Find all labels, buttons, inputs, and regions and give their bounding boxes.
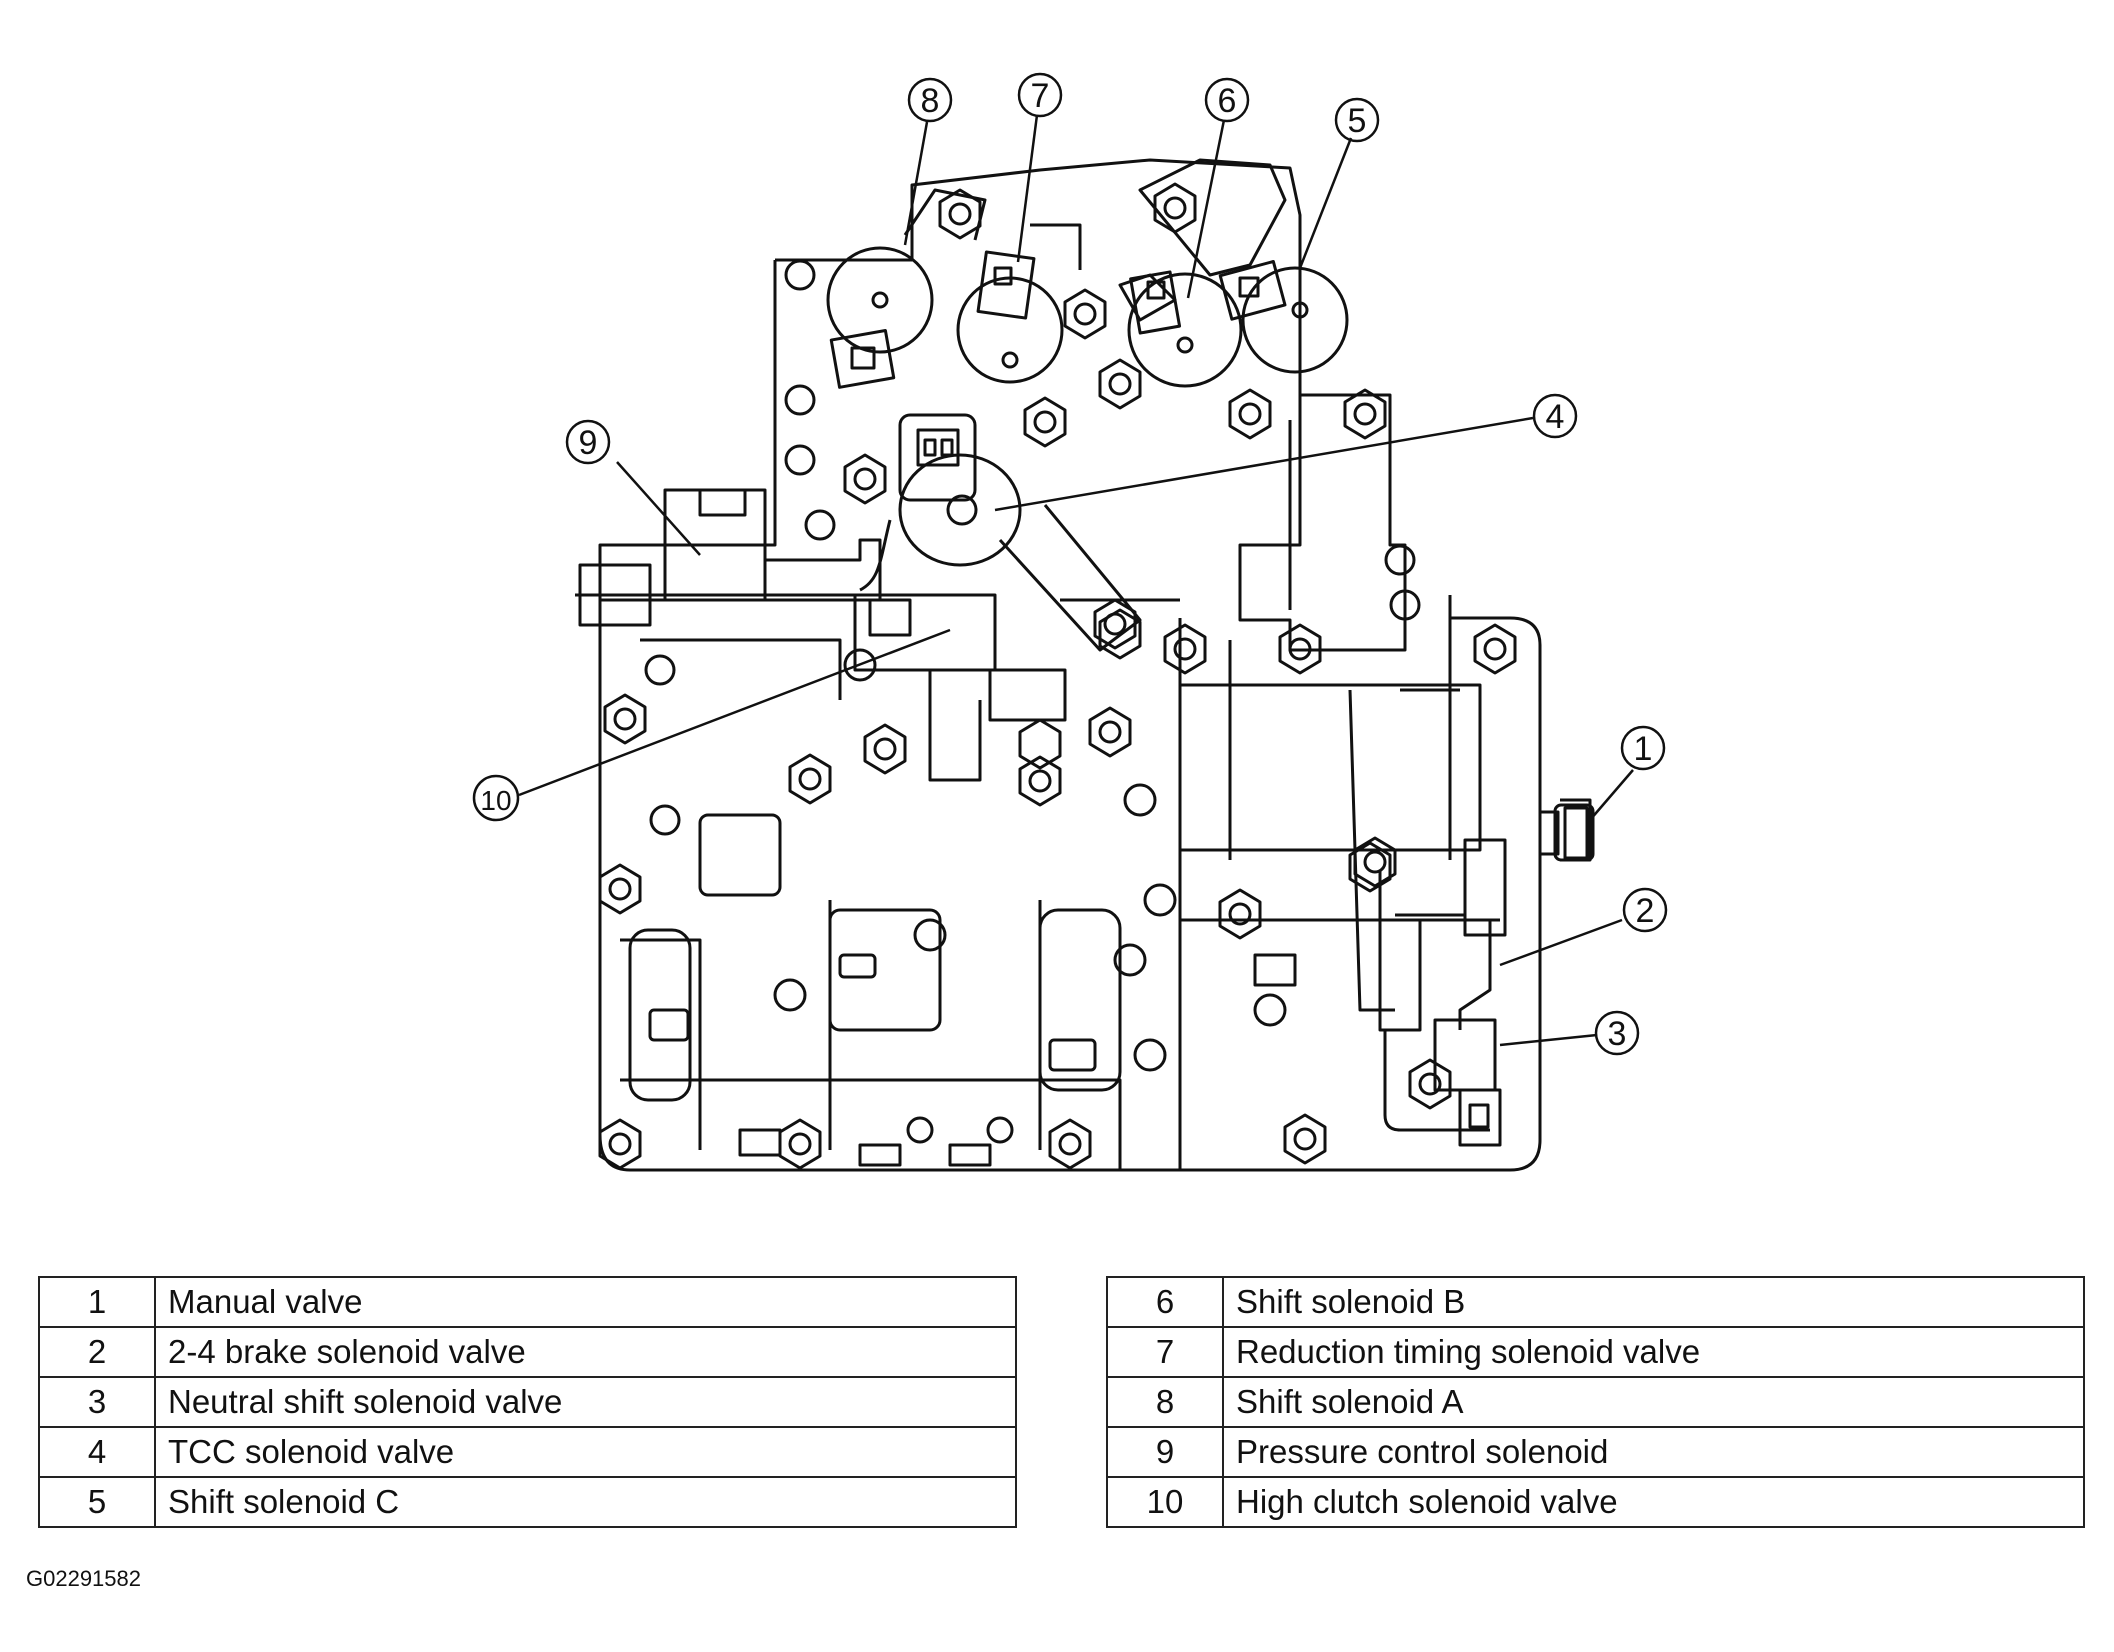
legend-number: 5 bbox=[38, 1476, 156, 1528]
bolt bbox=[1348, 841, 1392, 893]
bolt bbox=[788, 753, 832, 805]
bolt bbox=[1343, 388, 1387, 440]
legend-label: Neutral shift solenoid valve bbox=[154, 1376, 1017, 1428]
callout-10: 10 bbox=[472, 774, 520, 822]
solenoid-10 bbox=[853, 593, 1067, 782]
bolt bbox=[1063, 288, 1107, 340]
svg-text:8: 8 bbox=[921, 82, 940, 120]
callout-5: 5 bbox=[1334, 97, 1380, 143]
legend-number: 9 bbox=[1106, 1426, 1224, 1478]
solenoid-9 bbox=[575, 488, 892, 627]
solenoid-5 bbox=[1218, 260, 1349, 374]
bolt bbox=[598, 863, 642, 915]
bolt bbox=[1048, 1118, 1092, 1170]
legend-label: Shift solenoid C bbox=[154, 1476, 1017, 1528]
solenoid-8 bbox=[826, 188, 987, 389]
svg-text:7: 7 bbox=[1031, 77, 1050, 115]
svg-text:4: 4 bbox=[1546, 398, 1565, 436]
svg-text:1: 1 bbox=[1634, 730, 1653, 768]
solenoid-4 bbox=[898, 413, 1142, 660]
bolt bbox=[1283, 1113, 1327, 1165]
bolt bbox=[843, 453, 887, 505]
figure-code: G02291582 bbox=[26, 1566, 141, 1591]
legend-label: 2-4 brake solenoid valve bbox=[154, 1326, 1017, 1378]
solenoid-2 bbox=[1378, 838, 1507, 1032]
solenoid-7 bbox=[956, 223, 1082, 384]
legend-label: Reduction timing solenoid valve bbox=[1222, 1326, 2085, 1378]
bolt bbox=[1408, 1058, 1452, 1110]
bolts bbox=[598, 182, 1517, 1170]
legend-number: 10 bbox=[1106, 1476, 1224, 1528]
svg-text:6: 6 bbox=[1218, 82, 1237, 120]
bolt bbox=[598, 1118, 642, 1170]
bolt bbox=[1218, 888, 1262, 940]
svg-text:2: 2 bbox=[1636, 892, 1655, 930]
callout-6: 6 bbox=[1204, 77, 1250, 123]
solenoid-3 bbox=[1383, 1018, 1502, 1147]
svg-text:3: 3 bbox=[1608, 1015, 1627, 1053]
bolt bbox=[863, 723, 907, 775]
legend-label: Manual valve bbox=[154, 1276, 1017, 1328]
callout-2: 2 bbox=[1622, 887, 1668, 933]
legend-number: 8 bbox=[1106, 1376, 1224, 1428]
legend-number: 1 bbox=[38, 1276, 156, 1328]
valve-body-diagram: 8 7 6 5 4 9 10 1 2 3 bbox=[472, 72, 1668, 1172]
callout-7: 7 bbox=[1017, 72, 1063, 118]
legend-number: 4 bbox=[38, 1426, 156, 1478]
bolt bbox=[1473, 623, 1517, 675]
svg-text:10: 10 bbox=[480, 785, 511, 816]
svg-text:5: 5 bbox=[1348, 102, 1367, 140]
legend-number: 7 bbox=[1106, 1326, 1224, 1378]
legend-number: 3 bbox=[38, 1376, 156, 1428]
bolt bbox=[778, 1118, 822, 1170]
callout-1: 1 bbox=[1620, 725, 1666, 771]
bolt bbox=[603, 693, 647, 745]
callout-8: 8 bbox=[907, 77, 953, 123]
valve-body-outline bbox=[598, 158, 1595, 1172]
bolt bbox=[1153, 182, 1197, 234]
bolt bbox=[938, 188, 982, 240]
bolt bbox=[1278, 623, 1322, 675]
legend-label: Shift solenoid A bbox=[1222, 1376, 2085, 1428]
bolt bbox=[1228, 388, 1272, 440]
callouts: 8 7 6 5 4 9 10 1 2 3 bbox=[472, 72, 1668, 1056]
legend-number: 2 bbox=[38, 1326, 156, 1378]
solenoid-6 bbox=[1118, 158, 1287, 388]
legend-number: 6 bbox=[1106, 1276, 1224, 1328]
manual-valve bbox=[1563, 806, 1589, 860]
bolt bbox=[1023, 396, 1067, 448]
bolt bbox=[1353, 836, 1397, 888]
bolt bbox=[1098, 358, 1142, 410]
bolt bbox=[1018, 755, 1062, 807]
legend-label: Pressure control solenoid bbox=[1222, 1426, 2085, 1478]
callout-3: 3 bbox=[1594, 1010, 1640, 1056]
legend-label: Shift solenoid B bbox=[1222, 1276, 2085, 1328]
legend-label: TCC solenoid valve bbox=[154, 1426, 1017, 1478]
legend-label: High clutch solenoid valve bbox=[1222, 1476, 2085, 1528]
svg-text:9: 9 bbox=[579, 424, 598, 462]
leader-lines bbox=[518, 114, 1634, 1047]
callout-4: 4 bbox=[1532, 393, 1578, 439]
bolt bbox=[1088, 706, 1132, 758]
callout-9: 9 bbox=[565, 419, 611, 465]
bolt bbox=[1163, 623, 1207, 675]
